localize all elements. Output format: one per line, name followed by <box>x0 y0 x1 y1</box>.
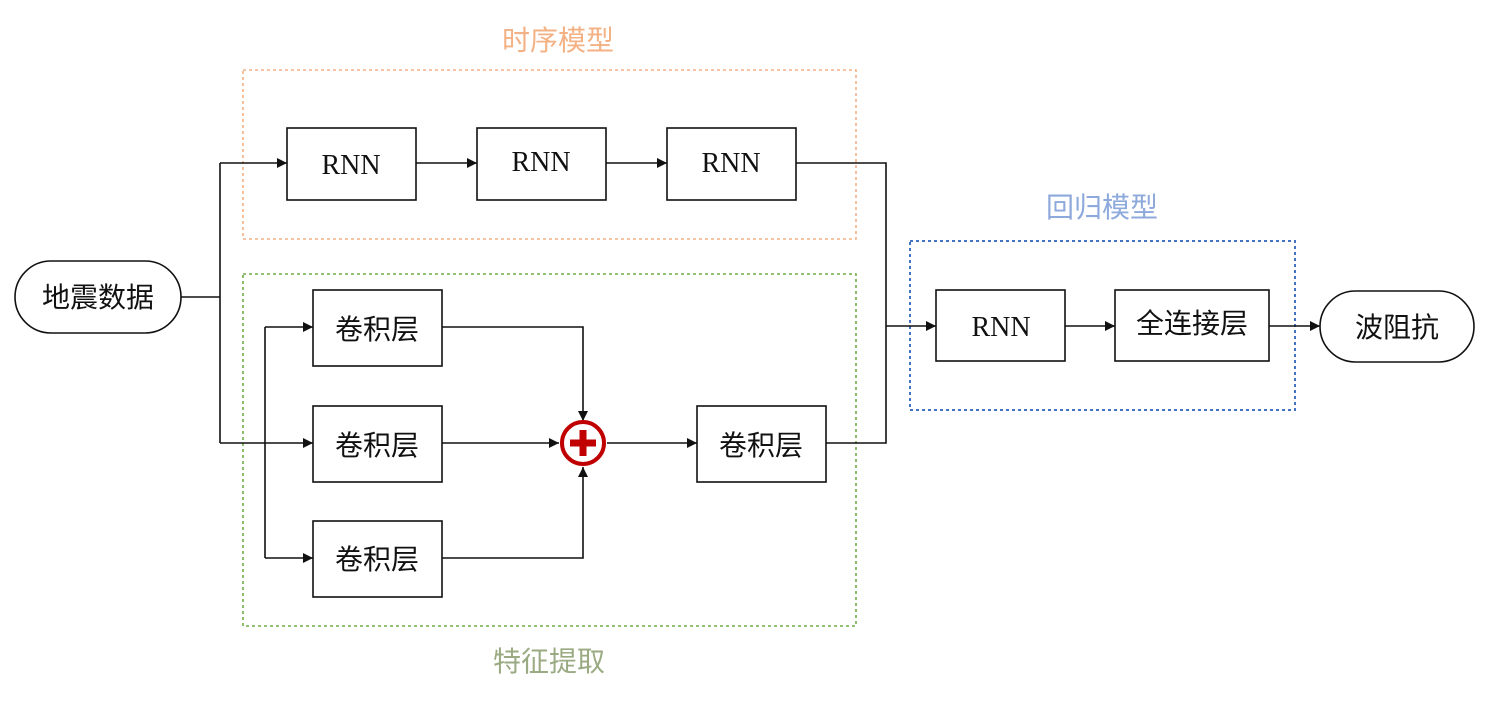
arrow-conv3-add <box>442 467 588 559</box>
temporal-model-frame <box>242 69 857 240</box>
rnn-box-3: RNN <box>666 127 797 201</box>
input-node-label: 地震数据 <box>42 282 154 314</box>
rnn-box-regression-label: RNN <box>971 312 1030 343</box>
conv-box-2-label: 卷积层 <box>335 430 419 462</box>
output-node-label: 波阻抗 <box>1355 312 1439 344</box>
feature-extraction-frame <box>242 273 857 627</box>
arrow-conv1-add <box>442 326 588 421</box>
conv-box-output-label: 卷积层 <box>719 430 803 462</box>
conv-box-1: 卷积层 <box>312 289 443 367</box>
fully-connected-box: 全连接层 <box>1114 289 1270 362</box>
rnn-box-3-label: RNN <box>701 148 760 179</box>
conv-box-1-label: 卷积层 <box>335 314 419 346</box>
output-node: 波阻抗 <box>1319 290 1475 363</box>
conv-box-output: 卷积层 <box>696 405 827 483</box>
rnn-box-2-label: RNN <box>511 147 570 178</box>
conv-box-3: 卷积层 <box>312 520 443 598</box>
feature-extraction-label: 特征提取 <box>493 645 605 678</box>
rnn-box-regression: RNN <box>935 289 1066 362</box>
rnn-box-1: RNN <box>286 127 417 201</box>
connector-rnn3-merge <box>796 162 887 326</box>
add-circle-icon <box>560 420 606 466</box>
regression-model-label: 回归模型 <box>1046 191 1158 224</box>
fully-connected-label: 全连接层 <box>1136 308 1248 340</box>
connector-convout-merge <box>826 326 887 444</box>
rnn-box-2: RNN <box>476 127 607 201</box>
connectors <box>181 158 1320 563</box>
rnn-box-1-label: RNN <box>321 150 380 181</box>
temporal-model-label: 时序模型 <box>502 24 614 57</box>
conv-box-3-label: 卷积层 <box>335 544 419 576</box>
input-node: 地震数据 <box>14 260 182 334</box>
conv-box-2: 卷积层 <box>312 405 443 483</box>
